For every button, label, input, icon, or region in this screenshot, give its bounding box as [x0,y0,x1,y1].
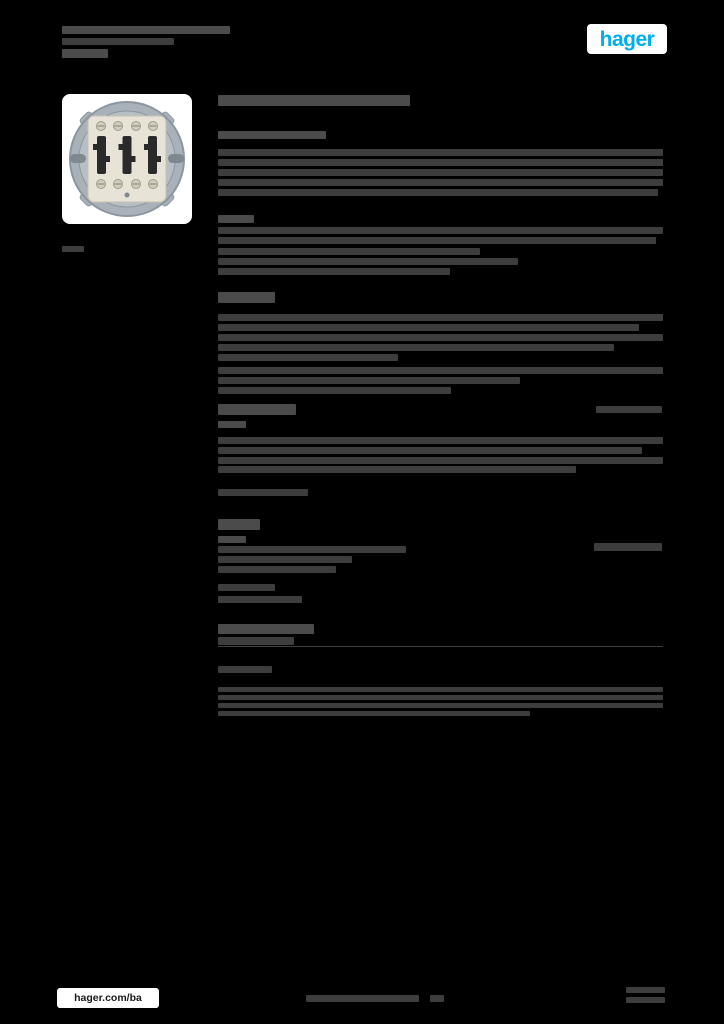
section-1-line [218,292,275,303]
section-3-line [594,543,662,551]
section-1-line [218,344,614,351]
horizontal-rule [218,646,663,647]
section-2-line [218,404,296,415]
section-2-line [218,466,576,473]
notes-block-line [218,268,450,275]
hager-logo: hager [587,24,667,54]
header-left-text-line [62,49,108,58]
section-3-line [218,596,302,603]
fine-print-line [218,711,530,716]
notes-block-line [218,215,254,223]
section-1-line [218,314,663,321]
section-1-line [218,367,663,374]
section-1-line [218,387,451,394]
section-3-line [218,519,260,530]
section-2-line [218,437,663,444]
intro-paragraph-line [218,169,663,176]
photo-caption-line [62,246,84,252]
doc-title-line [218,95,410,106]
tae-socket-icon [69,101,185,217]
intro-paragraph-line [218,189,658,196]
section-3-line [218,556,352,563]
section-2-line [218,489,308,496]
section-1-line [218,324,639,331]
section-2-line [218,447,642,454]
section-4-heading-line [218,637,294,645]
section-2-line [596,406,662,413]
section-2-line [218,421,246,428]
intro-paragraph-line [218,179,663,186]
notes-block-line [218,237,656,244]
product-photo [62,94,192,224]
notes-block-line [218,227,663,234]
section-3-line [218,566,336,573]
section-3-line [218,546,406,553]
section-3-line [218,536,246,543]
intro-paragraph-line [218,159,663,166]
notes-block-line [218,258,518,265]
fine-print-line [218,695,663,700]
intro-subheading-line [218,131,326,139]
section-1-line [218,354,398,361]
footer-center-text-line [306,995,419,1002]
footer-right-text-line [626,987,665,993]
section-2-line [218,457,663,464]
footer-link[interactable]: hager.com/ba [57,988,159,1008]
section-1-line [218,377,520,384]
footer-link-label[interactable]: hager.com/ba [74,992,142,1004]
header-left-text-line [62,38,174,45]
fine-print-line [218,687,663,692]
fine-print-line [218,703,663,708]
notes-block-line [218,248,480,255]
section-3-line [218,584,275,591]
footer-center-text-line [430,995,444,1002]
manufacturer-line-line [218,666,272,673]
hager-logo-text: hager [599,27,655,51]
section-1-line [218,334,663,341]
section-4-heading-line [218,624,314,634]
header-left-text-line [62,26,230,34]
footer-right-text-line [626,997,665,1003]
intro-paragraph-line [218,149,663,156]
